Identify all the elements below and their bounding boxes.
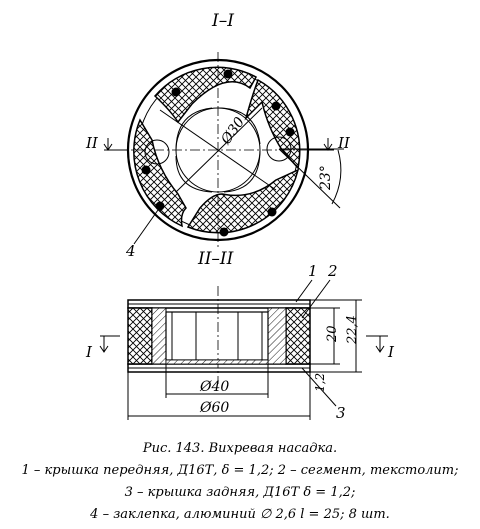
segment-right	[244, 78, 301, 170]
angle-arc	[331, 149, 342, 205]
vane-band-left	[151, 307, 167, 365]
cut-i-right-arrow-icon	[375, 336, 385, 353]
cut-ii-right-arrow-icon	[323, 138, 333, 151]
segment-left	[133, 118, 187, 228]
vane-curve	[175, 107, 213, 151]
diameter-leader	[159, 109, 277, 191]
vane-curve	[175, 155, 213, 193]
rivet-icon	[141, 165, 151, 175]
inlet-hole-left	[144, 139, 170, 165]
callout-2-leader	[301, 279, 331, 319]
dim-diameter-30: Ø30	[218, 114, 249, 148]
callout-3: 3	[336, 404, 346, 422]
rivet-icon	[155, 201, 165, 211]
rivet-icon	[267, 207, 277, 217]
callout-1: 1	[308, 262, 318, 280]
cut-i-left-label: I	[85, 343, 93, 361]
dim-angle-23: 23°	[318, 165, 334, 191]
diameter-leader	[175, 107, 263, 193]
rivet-icon	[285, 127, 295, 137]
caption-title: Рис. 143. Вихревая насадка.	[142, 441, 337, 456]
callout-4-leader	[133, 209, 159, 245]
dim-d40: Ø40	[199, 379, 229, 395]
rivet-icon	[219, 227, 229, 237]
figure-caption: Рис. 143. Вихревая насадка. 1 – крышка п…	[21, 441, 458, 522]
cut-ii-left-label: II	[85, 134, 99, 152]
cut-ii-right-label: II	[337, 134, 351, 152]
cut-i-right-label: I	[387, 343, 395, 361]
dim-1-2: 1,2	[313, 373, 327, 392]
section-ii-ii-title: II–II	[197, 249, 234, 269]
section-i-i-title: I–I	[211, 11, 234, 31]
cut-i-left-arrow-icon	[99, 336, 109, 353]
segment-bottom	[186, 168, 300, 234]
caption-line-2: 3 – крышка задняя, Д16Т δ = 1,2;	[125, 485, 356, 500]
caption-line-3: 4 – заклепка, алюминий ∅ 2,6 l = 25; 8 ш…	[89, 507, 390, 522]
callout-1-leader	[295, 279, 313, 303]
cut-ii-left-arrow-icon	[103, 138, 113, 151]
vane-curve	[223, 149, 261, 193]
section-ii-ii-view: II–II I I 1 2 3	[85, 249, 395, 422]
callout-2: 2	[327, 262, 338, 280]
bore-section	[165, 311, 269, 361]
rivet-icon	[171, 87, 181, 97]
dim-20: 20	[325, 325, 340, 343]
rivet-icon	[223, 69, 233, 79]
rear-plate-hatch	[165, 359, 269, 365]
rivets	[141, 69, 295, 237]
dim-d60: Ø60	[199, 400, 229, 416]
rivet-icon	[271, 101, 281, 111]
section-i-i-view: I–I	[85, 11, 351, 260]
vane-curve	[217, 107, 261, 145]
caption-line-1: 1 – крышка передняя, Д16Т, δ = 1,2; 2 – …	[21, 463, 458, 478]
angle-ray-line	[278, 148, 341, 209]
dim-22-4: 22,4	[345, 315, 360, 345]
segment-top	[153, 66, 258, 124]
segment-wall-right	[285, 307, 311, 365]
callout-4: 4	[125, 242, 136, 260]
vane-band-right	[267, 307, 287, 365]
segment-wall-left	[127, 307, 153, 365]
callout-3-leader	[301, 367, 337, 407]
